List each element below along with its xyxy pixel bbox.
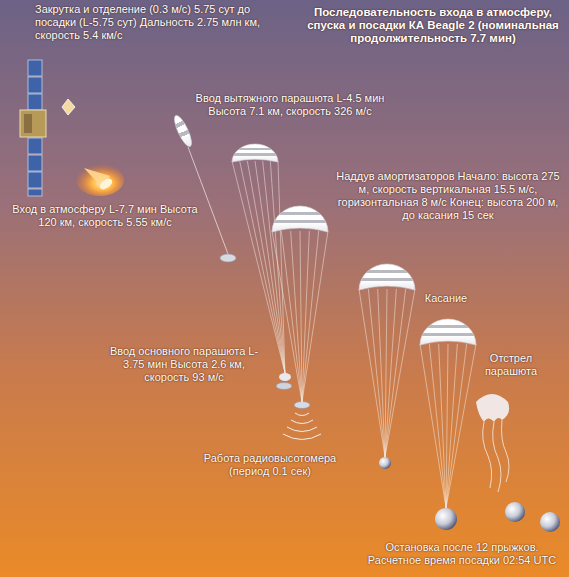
stage-label: Касание (420, 292, 472, 305)
stage-label: Ввод основного парашюта L-3.75 мин Высот… (100, 345, 268, 384)
suspension-line (429, 344, 446, 508)
airbag-inflating (379, 457, 391, 469)
suspension-line (255, 161, 285, 373)
suspension-line (278, 161, 285, 373)
stage-label: Вход в атмосферу L-7.7 мин Высота 120 км… (5, 203, 205, 229)
released-parachute (476, 394, 509, 492)
parachute (272, 206, 328, 402)
suspension-line (291, 231, 302, 402)
stage-label: Закрутка и отделение (0.3 м/с) 5.75 сут … (35, 3, 270, 42)
suspension-line (302, 231, 328, 402)
suspension-line (446, 344, 476, 508)
parachute-canopy (232, 144, 278, 162)
suspension-line (263, 161, 285, 373)
suspension-line (385, 289, 415, 457)
spacecraft (20, 60, 46, 196)
drogue-streamer (171, 113, 236, 262)
suspension-line (368, 289, 385, 457)
entry-fireball (76, 164, 124, 196)
suspension-line (385, 289, 406, 457)
suspension-line (385, 289, 396, 457)
suspension-line (359, 289, 385, 457)
radar-altimeter (283, 402, 321, 440)
suspension-line (439, 344, 446, 508)
suspension-line (281, 231, 302, 402)
stage-label: Работа радиовысотомера (период 0.1 сек) (195, 452, 345, 478)
stage-label: Отстрел парашюта (480, 352, 542, 378)
parachute (359, 264, 415, 457)
stage-label: Остановка после 12 прыжков. Расчетное вр… (362, 541, 562, 567)
stage-label: Ввод вытяжного парашюта L-4.5 мин Высота… (195, 92, 385, 118)
diagram-title: Последовательность входа в атмосферу, сп… (300, 6, 566, 45)
main-parachute-pack (276, 373, 292, 390)
suspension-line (378, 289, 385, 457)
airbag-lander (435, 502, 560, 532)
suspension-line (420, 344, 446, 508)
parachute-canopy (420, 319, 476, 345)
suspension-line (446, 344, 457, 508)
parachute-canopy (359, 264, 415, 290)
parachute (420, 319, 476, 508)
suspension-line (300, 231, 302, 402)
suspension-line (446, 344, 467, 508)
stage-label: Наддув амортизаторов Начало: высота 275 … (335, 170, 561, 222)
probe (62, 99, 75, 115)
suspension-line (247, 161, 285, 373)
parachute-canopy (272, 206, 328, 232)
suspension-line (272, 231, 302, 402)
suspension-line (232, 161, 285, 373)
suspension-line (270, 161, 285, 373)
suspension-line (302, 231, 319, 402)
